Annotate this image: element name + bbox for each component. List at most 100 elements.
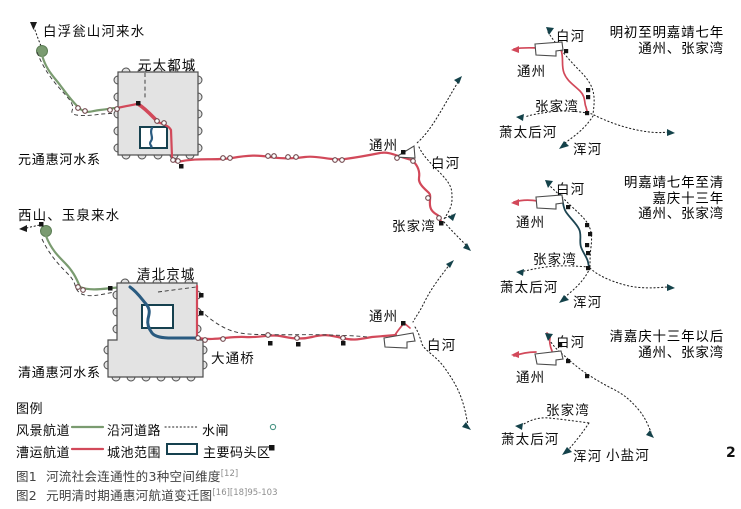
mini3-label-tongzhou: 通州 [516,370,546,386]
road-along-river [36,51,119,116]
mini2-title-line2: 嘉庆十三年 [652,190,724,207]
caption-fig2-text: 元明清时期通惠河航道变迁图 [46,488,213,503]
yuan-water-gates [75,105,442,221]
baihe-branch [444,214,453,219]
label-qing-source: 西山、玉泉来水 [18,208,121,224]
legend-title: 图例 [16,402,44,417]
legend-item-gate: 水闸 [202,424,230,439]
river-arrow-icon [559,141,569,149]
mini2-title-line1: 明嘉靖七年至清 [623,175,724,191]
mini1-label-baihe: 白河 [556,29,586,45]
mini-map-2-graphics [511,180,675,303]
legend-item-scenic: 风景航道 [16,424,71,439]
mini2-title: 明嘉靖七年至清 嘉庆十三年 通州、张家湾 [588,175,724,223]
label-qing-baihe: 白河 [427,338,457,354]
river-arrow-icon [446,260,454,268]
hunhe-dotted [560,267,591,302]
canal-to-zhangjiawan [411,159,443,224]
legend-gate-circle [269,423,277,431]
river-arrow-icon [463,243,471,251]
legend-item-road: 沿河道路 [107,424,162,439]
legend-item-canal: 漕运航道 [16,446,71,461]
label-yuan-source: 白浮瓮山河来水 [43,24,146,40]
tongzhou-town-outline [383,332,416,349]
qing-wharf-markers [39,222,406,347]
river-arrow-icon [562,447,572,455]
river-arrow-icon [516,114,524,121]
mini3-title-line2: 通州、张家湾 [638,344,724,361]
label-yuan-tongzhou: 通州 [369,138,399,154]
yuan-map-graphics [30,22,471,251]
mini3-title: 清嘉庆十三年以后 通州、张家湾 [588,329,724,361]
legend-swatches [70,423,277,455]
mini1-label-tongzhou: 通州 [517,64,547,80]
mini1-label-hunhe: 浑河 [573,142,603,158]
river-arrow-icon [454,76,462,84]
xiaotaihou-dotted [524,110,593,118]
label-qing-city: 清北京城 [137,267,196,283]
mini1-label-zhangjiawan: 张家湾 [535,99,579,115]
mini3-label-xiaotaihouhe: 萧太后河 [501,432,560,448]
east-river-dotted [589,267,668,289]
mini2-label-tongzhou: 通州 [516,215,546,231]
mini1-title: 明初至明嘉靖七年 通州、张家湾 [588,25,724,57]
canal-south [560,49,588,112]
page-number: 2 [726,445,736,461]
xiaotaihou-dotted [520,417,590,427]
road-along-river [41,238,130,297]
mini3-label-baihe: 白河 [556,335,586,351]
mini2-label-baihe: 白河 [556,182,586,198]
yuan-wharf-area [139,126,168,149]
east-river-dotted [593,114,669,134]
label-yuan-city: 元大都城 [138,58,197,74]
mini-map-3-graphics [511,332,654,455]
yuquan-lake [40,225,52,237]
label-qing-datongqiao: 大通桥 [211,351,255,367]
road-to-tongzhou [199,309,369,338]
river-arrow-icon [516,269,524,276]
caption-fig1-num: 图1 [16,469,38,484]
hunhe-dotted [568,422,590,450]
label-yuan-zhangjiawan: 张家湾 [392,219,436,235]
river-arrow-icon [667,129,675,136]
baihe-downstream [414,326,469,425]
mini1-title-line1: 明初至明嘉靖七年 [609,25,724,41]
legend-city-rect [166,443,198,455]
mini2-label-zhangjiawan: 张家湾 [533,252,577,268]
river-arrow-icon [545,180,553,188]
legend-item-city: 城池范围 [107,446,162,461]
source-arrow-icon [30,22,37,30]
caption-fig1-text: 河流社会连通性的3种空间维度 [46,469,221,484]
source-arrow-icon [19,225,27,232]
canal-arrow-icon [511,199,519,206]
mini2-label-xiaotaihouhe: 萧太后河 [500,280,559,296]
river-arrow-icon [448,213,456,221]
baihe-dotted [547,31,595,115]
scenic-waterway [40,53,119,113]
label-qing-system: 清通惠河水系 [18,366,101,381]
mini1-title-line2: 通州、张家湾 [638,40,724,57]
canal-entry [115,102,139,110]
canal-teal-route [559,193,590,268]
caption-fig2-ref: [16][18]95-103 [212,487,278,498]
baihe-river-upper [416,81,459,144]
baihe-upstream [412,263,451,323]
label-yuan-system: 元通惠河水系 [18,153,101,168]
baihe-river-lower [443,221,467,246]
mini3-label-xiaoyanhe: 小盐河 [606,448,650,464]
yuan-city-water [148,126,154,149]
tongzhou-town-outline [534,350,564,366]
river-arrow-icon [462,422,471,430]
mini3-label-zhangjiawan: 张家湾 [546,403,590,419]
label-yuan-baihe: 白河 [431,156,461,172]
scenic-waterway [44,234,82,289]
canal-arrow-icon [511,46,519,53]
mini3-title-line1: 清嘉庆十三年以后 [609,329,724,345]
river-arrow-icon [667,284,675,291]
legend-item-wharf: 主要码头区 [203,446,271,461]
mini2-label-hunhe: 浑河 [573,295,603,311]
label-qing-tongzhou: 通州 [369,309,399,325]
